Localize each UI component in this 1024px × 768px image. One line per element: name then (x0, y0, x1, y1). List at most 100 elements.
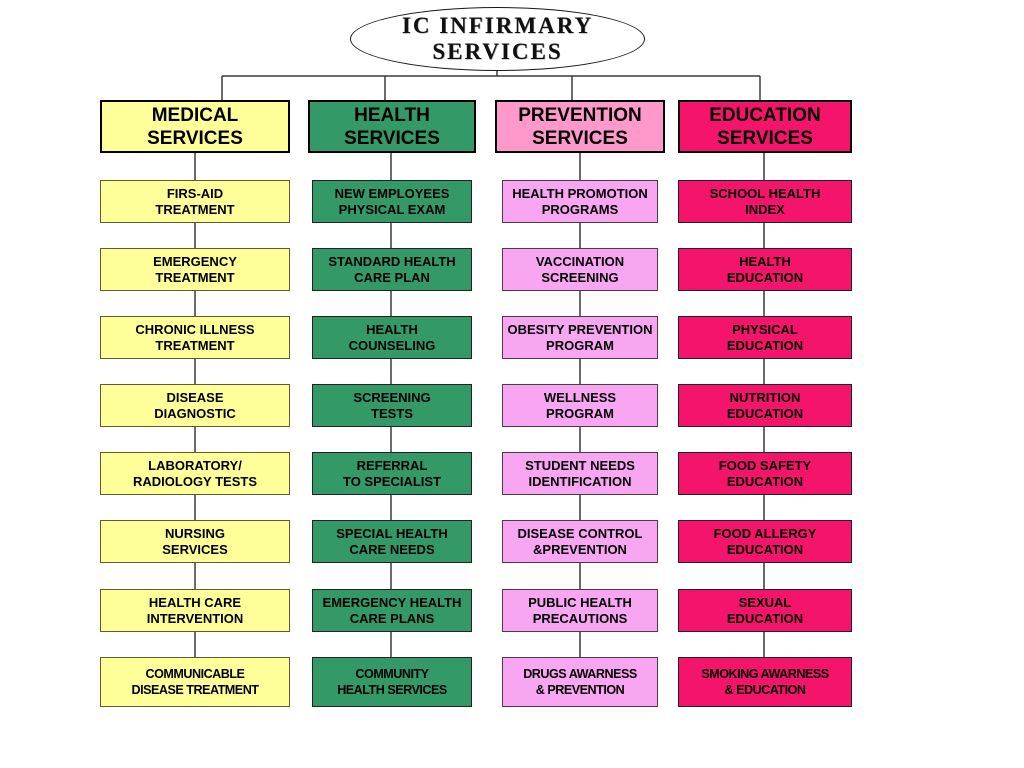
node-label: CARE PLAN (354, 269, 430, 285)
node-label: PHYSICAL (732, 321, 798, 337)
header-label: SERVICES (532, 127, 628, 149)
node-emergency-health-care-plans: EMERGENCY HEALTH CARE PLANS (312, 589, 472, 632)
node-health-care-intervention: HEALTH CARE INTERVENTION (100, 589, 290, 632)
node-food-allergy-education: FOOD ALLERGY EDUCATION (678, 520, 852, 563)
node-emergency-treatment: EMERGENCY TREATMENT (100, 248, 290, 291)
node-wellness-program: WELLNESS PROGRAM (502, 384, 658, 427)
node-label: & PREVENTION (535, 683, 625, 697)
node-label: STUDENT NEEDS (525, 457, 635, 473)
node-label: NURSING (165, 525, 225, 541)
node-label: HEALTH (739, 253, 791, 269)
node-label: PRECAUTIONS (532, 610, 628, 626)
node-label: INTERVENTION (146, 610, 244, 626)
node-label: TREATMENT (155, 269, 235, 285)
node-label: DISEASE TREATMENT (131, 683, 259, 697)
node-firs-aid-treatment: FIRS-AID TREATMENT (100, 180, 290, 223)
node-label: PROGRAMS (541, 201, 619, 217)
header-education-services: EDUCATION SERVICES (678, 100, 852, 153)
node-label: RADIOLOGY TESTS (133, 473, 257, 489)
node-referral-to-specialist: REFERRAL TO SPECIALIST (312, 452, 472, 495)
node-label: &PREVENTION (533, 541, 627, 557)
node-label: DIAGNOSTIC (154, 405, 236, 421)
node-chronic-illness-treatment: CHRONIC ILLNESS TREATMENT (100, 316, 290, 359)
node-standard-health-care-plan: STANDARD HEALTH CARE PLAN (312, 248, 472, 291)
node-label: CARE PLANS (349, 610, 435, 626)
node-disease-diagnostic: DISEASE DIAGNOSTIC (100, 384, 290, 427)
node-label: PUBLIC HEALTH (528, 594, 632, 610)
node-food-safety-education: FOOD SAFETY EDUCATION (678, 452, 852, 495)
node-label: IDENTIFICATION (528, 473, 632, 489)
node-disease-control-prevention: DISEASE CONTROL &PREVENTION (502, 520, 658, 563)
node-label: SMOKING AWARNESS (701, 667, 829, 681)
node-health-education: HEALTH EDUCATION (678, 248, 852, 291)
node-label: SPECIAL HEALTH (336, 525, 448, 541)
node-label: HEALTH (366, 321, 418, 337)
node-label: EDUCATION (726, 337, 804, 353)
node-health-promotion-programs: HEALTH PROMOTION PROGRAMS (502, 180, 658, 223)
node-drugs-awarness-prevention: DRUGS AWARNESS & PREVENTION (502, 657, 658, 707)
node-label: TO SPECIALIST (343, 473, 441, 489)
node-label: EMERGENCY HEALTH (322, 594, 462, 610)
node-label: DISEASE (166, 389, 224, 405)
node-label: CHRONIC ILLNESS (135, 321, 255, 337)
node-nutrition-education: NUTRITION EDUCATION (678, 384, 852, 427)
node-label: TESTS (371, 405, 413, 421)
node-label: PHYSICAL EXAM (338, 201, 446, 217)
header-label: MEDICAL (151, 104, 239, 126)
node-nursing-services: NURSING SERVICES (100, 520, 290, 563)
node-label: HEALTH CARE (148, 594, 242, 610)
node-label: SERVICES (162, 541, 228, 557)
node-label: & EDUCATION (724, 683, 806, 697)
header-health-services: HEALTH SERVICES (308, 100, 476, 153)
node-label: WELLNESS (543, 389, 617, 405)
header-prevention-services: PREVENTION SERVICES (495, 100, 665, 153)
node-label: PROGRAM (546, 405, 614, 421)
node-laboratory-radiology-tests: LABORATORY/ RADIOLOGY TESTS (100, 452, 290, 495)
node-health-counseling: HEALTH COUNSELING (312, 316, 472, 359)
node-label: STANDARD HEALTH (328, 253, 456, 269)
node-community-health-services: COMMUNITY HEALTH SERVICES (312, 657, 472, 707)
node-school-health-index: SCHOOL HEALTH INDEX (678, 180, 852, 223)
node-label: EDUCATION (726, 405, 804, 421)
node-label: OBESITY PREVENTION (507, 321, 653, 337)
node-label: REFERRAL (356, 457, 428, 473)
node-label: INDEX (745, 201, 785, 217)
node-label: EDUCATION (726, 473, 804, 489)
header-medical-services: MEDICAL SERVICES (100, 100, 290, 153)
node-label: EDUCATION (726, 541, 804, 557)
node-label: TREATMENT (155, 337, 235, 353)
node-label: CARE NEEDS (349, 541, 435, 557)
root-title-line2: SERVICES (432, 39, 563, 64)
node-screening-tests: SCREENING TESTS (312, 384, 472, 427)
node-label: COUNSELING (348, 337, 436, 353)
node-label: SEXUAL (738, 594, 792, 610)
node-label: DISEASE CONTROL (517, 525, 643, 541)
node-label: SCHOOL HEALTH (709, 185, 821, 201)
header-label: PREVENTION (518, 104, 642, 126)
node-vaccination-screening: VACCINATION SCREENING (502, 248, 658, 291)
root-title-line1: IC INFIRMARY (401, 13, 594, 38)
node-label: NUTRITION (729, 389, 801, 405)
node-label: HEALTH SERVICES (337, 683, 447, 697)
node-label: EDUCATION (726, 610, 804, 626)
node-communicable-disease-treatment: COMMUNICABLE DISEASE TREATMENT (100, 657, 290, 707)
node-label: EMERGENCY (153, 253, 237, 269)
node-label: LABORATORY/ (148, 457, 242, 473)
header-label: HEALTH (354, 104, 430, 126)
node-label: FOOD ALLERGY (713, 525, 817, 541)
root-node-ellipse: IC INFIRMARY SERVICES (350, 7, 645, 71)
node-new-employees-physical-exam: NEW EMPLOYEES PHYSICAL EXAM (312, 180, 472, 223)
node-label: FIRS-AID (166, 185, 224, 201)
node-label: HEALTH PROMOTION (512, 185, 648, 201)
node-label: VACCINATION (535, 253, 625, 269)
header-label: SERVICES (147, 127, 243, 149)
node-special-health-care-needs: SPECIAL HEALTH CARE NEEDS (312, 520, 472, 563)
header-label: SERVICES (717, 127, 813, 149)
node-label: EDUCATION (726, 269, 804, 285)
node-physical-education: PHYSICAL EDUCATION (678, 316, 852, 359)
node-label: NEW EMPLOYEES (334, 185, 450, 201)
node-label: COMMUNICABLE (145, 667, 245, 681)
node-label: FOOD SAFETY (718, 457, 812, 473)
node-label: SCREENING (541, 269, 619, 285)
